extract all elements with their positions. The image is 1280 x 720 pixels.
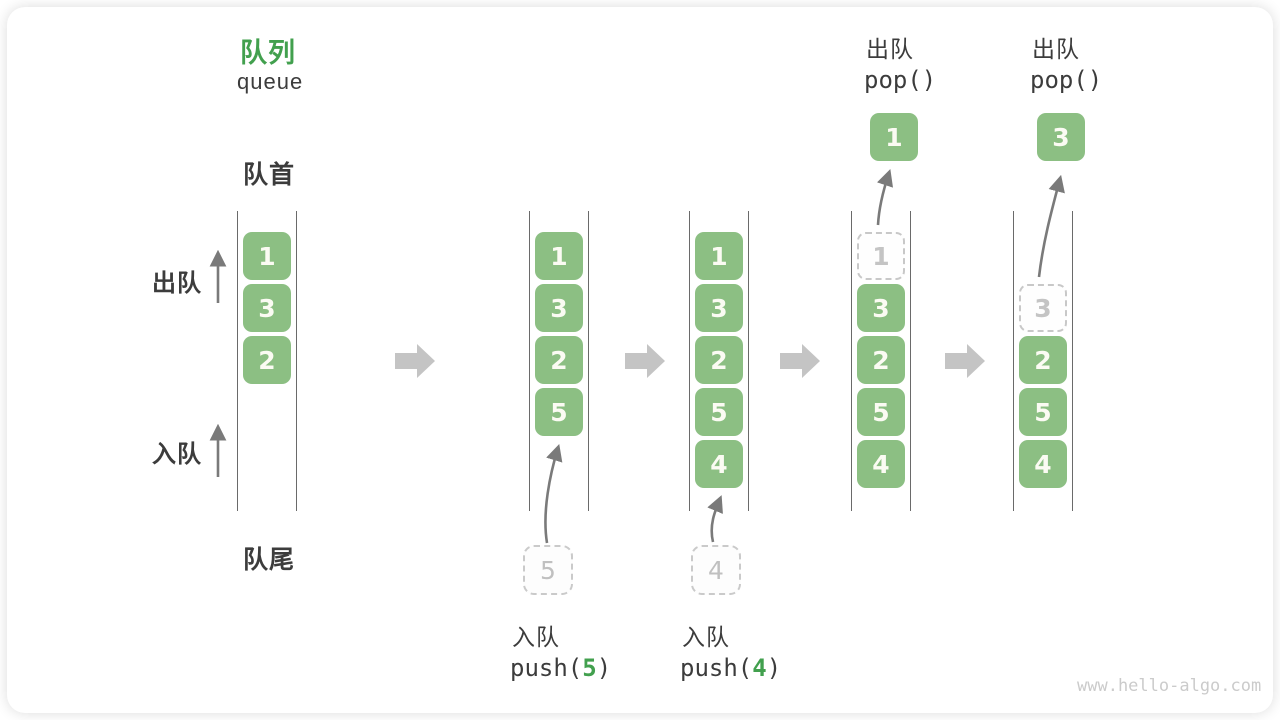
queue-state-4: 1 3 2 5 4 bbox=[851, 211, 911, 511]
queue-state-2: 1 3 2 5 bbox=[529, 211, 589, 511]
queue-element: 1 bbox=[535, 232, 583, 280]
staged-element-4: 4 bbox=[691, 545, 741, 595]
label-dequeue-left: 出队 bbox=[152, 270, 202, 297]
queue-element: 3 bbox=[695, 284, 743, 332]
label-dequeue-op-2: 出队 bbox=[1032, 36, 1080, 62]
code-push-arg: 4 bbox=[752, 654, 767, 682]
queue-element: 5 bbox=[535, 388, 583, 436]
queue-element: 4 bbox=[1019, 440, 1067, 488]
staged-element-5: 5 bbox=[523, 545, 573, 595]
label-enqueue-op-1: 入队 bbox=[512, 624, 560, 650]
watermark: www.hello-algo.com bbox=[1077, 676, 1262, 696]
code-push-4: push(4) bbox=[680, 654, 781, 682]
queue-element: 3 bbox=[857, 284, 905, 332]
code-push-fn: push( bbox=[680, 654, 753, 682]
queue-element: 5 bbox=[1019, 388, 1067, 436]
diagram-canvas bbox=[7, 7, 1273, 713]
label-queue-front: 队首 bbox=[243, 161, 296, 189]
queue-element: 4 bbox=[857, 440, 905, 488]
queue-element: 1 bbox=[695, 232, 743, 280]
popped-element-1: 1 bbox=[870, 113, 918, 161]
queue-element: 2 bbox=[857, 336, 905, 384]
queue-state-1: 1 3 2 bbox=[237, 211, 297, 511]
diagram-title-en: queue bbox=[237, 69, 304, 94]
queue-element: 1 bbox=[243, 232, 291, 280]
code-push-5: push(5) bbox=[510, 654, 611, 682]
code-push-close: ) bbox=[766, 654, 782, 682]
queue-element: 2 bbox=[243, 336, 291, 384]
label-queue-rear: 队尾 bbox=[243, 546, 296, 574]
code-pop-2: pop() bbox=[1030, 66, 1103, 94]
label-enqueue-left: 入队 bbox=[152, 441, 202, 468]
queue-element-removed: 1 bbox=[857, 232, 905, 280]
popped-element-3: 3 bbox=[1037, 113, 1085, 161]
queue-state-3: 1 3 2 5 4 bbox=[689, 211, 749, 511]
queue-element: 3 bbox=[243, 284, 291, 332]
queue-element: 2 bbox=[695, 336, 743, 384]
code-push-fn: push( bbox=[510, 654, 583, 682]
queue-element: 5 bbox=[695, 388, 743, 436]
diagram-title-zh: 队列 bbox=[240, 38, 296, 68]
queue-element: 2 bbox=[535, 336, 583, 384]
queue-element: 2 bbox=[1019, 336, 1067, 384]
queue-element-removed: 3 bbox=[1019, 284, 1067, 332]
label-enqueue-op-2: 入队 bbox=[682, 624, 730, 650]
code-push-close: ) bbox=[596, 654, 612, 682]
queue-element: 5 bbox=[857, 388, 905, 436]
queue-state-5: 3 2 5 4 bbox=[1013, 211, 1073, 511]
queue-element: 3 bbox=[535, 284, 583, 332]
code-push-arg: 5 bbox=[582, 654, 597, 682]
code-pop-1: pop() bbox=[864, 66, 937, 94]
queue-element: 4 bbox=[695, 440, 743, 488]
label-dequeue-op-1: 出队 bbox=[866, 36, 914, 62]
